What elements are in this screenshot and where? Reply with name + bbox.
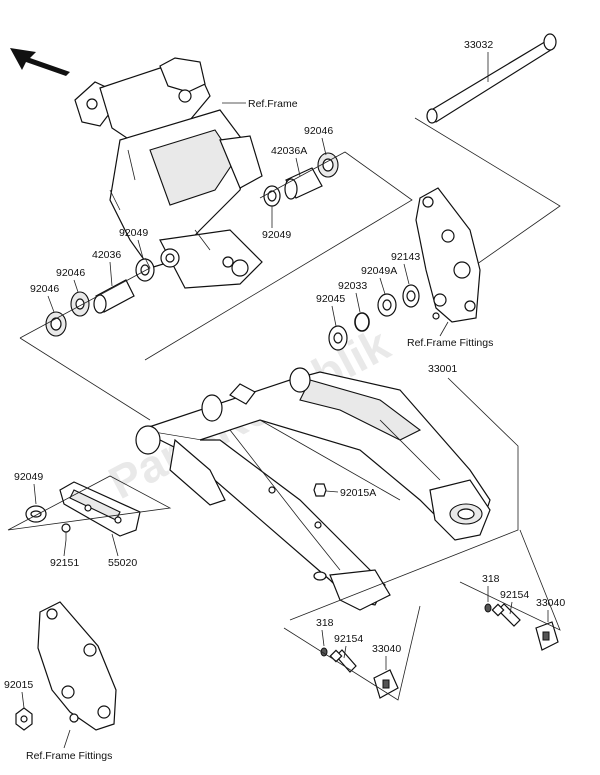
oil-seal-92049-mid	[263, 185, 281, 207]
label-92046-top: 92046	[304, 125, 333, 137]
oil-seal-92049a	[377, 293, 397, 317]
label-92033: 92033	[338, 280, 367, 292]
direction-arrow-icon	[10, 48, 70, 76]
label-55020: 55020	[108, 557, 137, 569]
bolt-92015a	[313, 483, 327, 497]
label-92049-low: 92049	[14, 471, 43, 483]
ref-frame-fittings-left-label: Ref.Frame Fittings	[26, 750, 112, 762]
needle-bearing-92046-outer	[45, 311, 67, 337]
shaft-leader	[414, 117, 561, 291]
label-318-low: 318	[316, 617, 334, 629]
nut-92015	[15, 707, 33, 731]
frame-fitting-plate-left	[37, 601, 117, 731]
label-42036: 42036	[92, 249, 121, 261]
ref-frame-label: Ref.Frame	[248, 98, 298, 110]
bolt-92154-right	[491, 603, 521, 627]
label-33040-low: 33040	[372, 643, 401, 655]
needle-bearing-92046-top	[317, 152, 339, 178]
oil-seal-92049-left	[135, 258, 155, 282]
label-92046-left: 92046	[56, 267, 85, 279]
label-92015a: 92015A	[340, 487, 376, 499]
oil-seal-92049-low	[25, 505, 47, 523]
label-92046-outer: 92046	[30, 283, 59, 295]
label-92151: 92151	[50, 557, 79, 569]
collar-42036a	[284, 167, 323, 200]
chain-guide-55020	[59, 481, 141, 537]
label-92049-left: 92049	[119, 227, 148, 239]
bolt-92154-low	[329, 649, 357, 673]
label-33032: 33032	[464, 39, 493, 51]
pivot-shaft	[426, 33, 557, 124]
washer-318-right	[484, 603, 492, 613]
collar-92143	[402, 284, 420, 308]
label-33001: 33001	[428, 363, 457, 375]
circlip-92033	[354, 312, 370, 332]
label-92049-mid: 92049	[262, 229, 291, 241]
label-92045: 92045	[316, 293, 345, 305]
label-318-right: 318	[482, 573, 500, 585]
swingarm	[135, 367, 491, 611]
collar-42036	[93, 279, 135, 314]
adjuster-block-33040-low	[373, 669, 399, 699]
main-frame-assembly	[74, 57, 263, 289]
label-92154-right: 92154	[500, 589, 529, 601]
screw-92151	[61, 523, 71, 540]
label-42036a: 42036A	[271, 145, 307, 157]
ref-frame-fittings-right-label: Ref.Frame Fittings	[407, 337, 493, 349]
label-92015: 92015	[4, 679, 33, 691]
label-33040-right: 33040	[536, 597, 565, 609]
adjuster-block-33040-right	[535, 621, 559, 651]
label-92154-low: 92154	[334, 633, 363, 645]
label-92143: 92143	[391, 251, 420, 263]
label-92049a: 92049A	[361, 265, 397, 277]
needle-bearing-92046-left	[70, 291, 90, 317]
bearing-92045	[328, 325, 348, 351]
frame-fitting-plate-right	[415, 187, 481, 323]
